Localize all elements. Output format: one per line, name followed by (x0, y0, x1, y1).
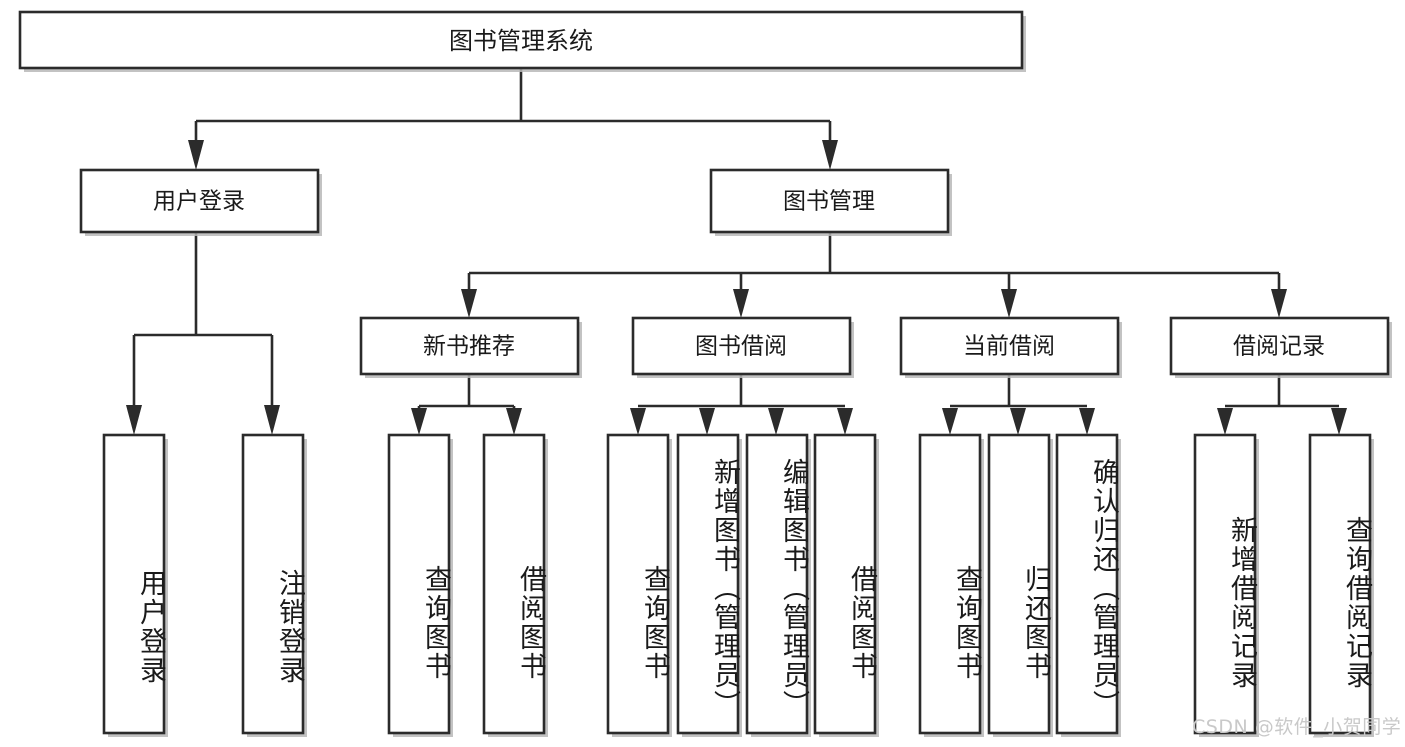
leaf-borrow-book-2-box[interactable] (813, 433, 877, 735)
book-manage-node-box[interactable] (709, 168, 950, 234)
leaf-add-book-box[interactable] (676, 433, 740, 735)
arrow-to-new-book-rec (461, 289, 477, 318)
leaf-borrow-book-1-box[interactable] (482, 433, 546, 735)
leaf-confirm-return-box[interactable] (1055, 433, 1119, 735)
arrow-to-borrow-record (1271, 289, 1287, 318)
arrow-to-leaf-user-login (126, 405, 142, 435)
root-node-box[interactable] (18, 10, 1024, 70)
arrow-to-leaf-borrow-book-2 (837, 408, 853, 435)
user-login-node-label: 用户登录 (153, 189, 245, 215)
user-login-node-box[interactable] (79, 168, 320, 234)
csdn-watermark: CSDN @软件_小贺同学 (1192, 716, 1402, 738)
arrow-to-book-manage (822, 140, 838, 170)
arrow-to-leaf-confirm-return (1079, 408, 1095, 435)
leaf-user-login-box[interactable] (102, 433, 166, 735)
arrow-to-leaf-edit-book (768, 408, 784, 435)
connector-layer (126, 68, 1347, 435)
borrow-record-node-box[interactable] (1169, 316, 1390, 376)
arrow-to-leaf-query-book-2 (630, 408, 646, 435)
arrow-to-leaf-return-book (1010, 408, 1026, 435)
new-book-rec-node-box[interactable] (359, 316, 580, 376)
root-node-label: 图书管理系统 (449, 27, 593, 55)
leaf-query-book-1-box[interactable] (387, 433, 451, 735)
current-borrow-node-box[interactable] (899, 316, 1120, 376)
node-layer: 图书管理系统 用户登录 图书管理 新书推荐 图书借阅 当前借阅 借阅记录 (18, 10, 1392, 737)
current-borrow-node-label: 当前借阅 (963, 334, 1055, 360)
borrow-record-node-label: 借阅记录 (1233, 334, 1325, 360)
arrow-to-leaf-query-book-1 (411, 408, 427, 435)
arrow-to-leaf-logout (264, 405, 280, 435)
leaf-query-record-box[interactable] (1308, 433, 1372, 735)
arrow-to-leaf-query-book-3 (942, 408, 958, 435)
leaf-return-book-box[interactable] (987, 433, 1051, 735)
leaf-edit-book-box[interactable] (745, 433, 809, 735)
arrow-to-leaf-query-record (1331, 408, 1347, 435)
arrow-to-user-login (188, 140, 204, 170)
arrow-to-current-borrow (1001, 289, 1017, 318)
new-book-rec-node-label: 新书推荐 (423, 334, 515, 360)
book-manage-node-label: 图书管理 (783, 189, 875, 215)
leaf-logout-box[interactable] (241, 433, 305, 735)
arrow-to-leaf-add-record (1217, 408, 1233, 435)
leaf-add-record-box[interactable] (1193, 433, 1257, 735)
book-borrow-node-label: 图书借阅 (695, 334, 787, 360)
arrow-to-leaf-add-book (699, 408, 715, 435)
arrow-to-book-borrow (733, 289, 749, 318)
arrow-to-leaf-borrow-book-1 (506, 408, 522, 435)
leaf-query-book-3-box[interactable] (918, 433, 982, 735)
book-borrow-node-box[interactable] (631, 316, 852, 376)
leaf-query-book-2-box[interactable] (606, 433, 670, 735)
